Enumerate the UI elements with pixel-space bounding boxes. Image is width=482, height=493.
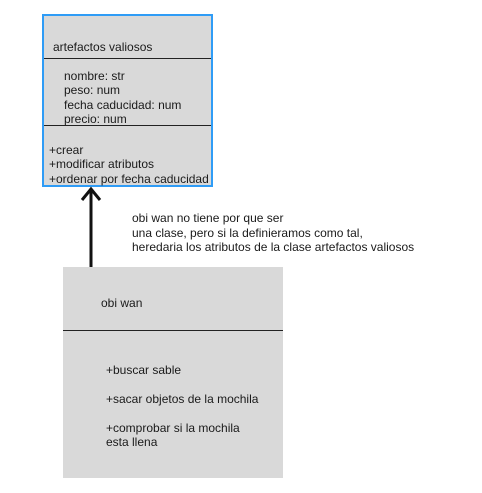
attribute-fecha-caducidad: fecha caducidad: num: [64, 98, 182, 112]
method-sacar-objetos: +sacar objetos de la mochila: [106, 392, 259, 406]
attribute-precio: precio: num: [64, 112, 127, 126]
class-divider-bottom: [44, 125, 211, 126]
attribute-nombre: nombre: str: [64, 69, 125, 83]
class-name-artefactos-valiosos: artefactos valiosos: [53, 40, 153, 54]
class-box-artefactos-valiosos[interactable]: artefactos valiosos nombre: str peso: nu…: [42, 14, 213, 187]
method-buscar-sable: +buscar sable: [106, 363, 182, 377]
method-modificar-atributos: +modificar atributos: [49, 157, 155, 171]
arrow-head: [80, 186, 102, 201]
class-box-obi-wan[interactable]: obi wan +buscar sable +sacar objetos de …: [63, 267, 283, 478]
method-comprobar-mochila-cont: esta llena: [106, 435, 158, 449]
note-line-3: heredaria los atributos de la clase arte…: [132, 240, 415, 254]
attribute-peso: peso: num: [64, 83, 121, 97]
note-line-1: obi wan no tiene por que ser: [132, 211, 284, 225]
method-comprobar-mochila: +comprobar si la mochila: [106, 421, 240, 435]
class-divider: [63, 330, 283, 331]
note-line-2: una clase, pero si la definieramos como …: [132, 226, 363, 240]
class-name-obi-wan: obi wan: [101, 296, 143, 310]
method-crear: +crear: [49, 143, 84, 157]
method-ordenar-por-fecha: +ordenar por fecha caducidad: [49, 172, 209, 186]
class-divider-top: [44, 58, 211, 59]
